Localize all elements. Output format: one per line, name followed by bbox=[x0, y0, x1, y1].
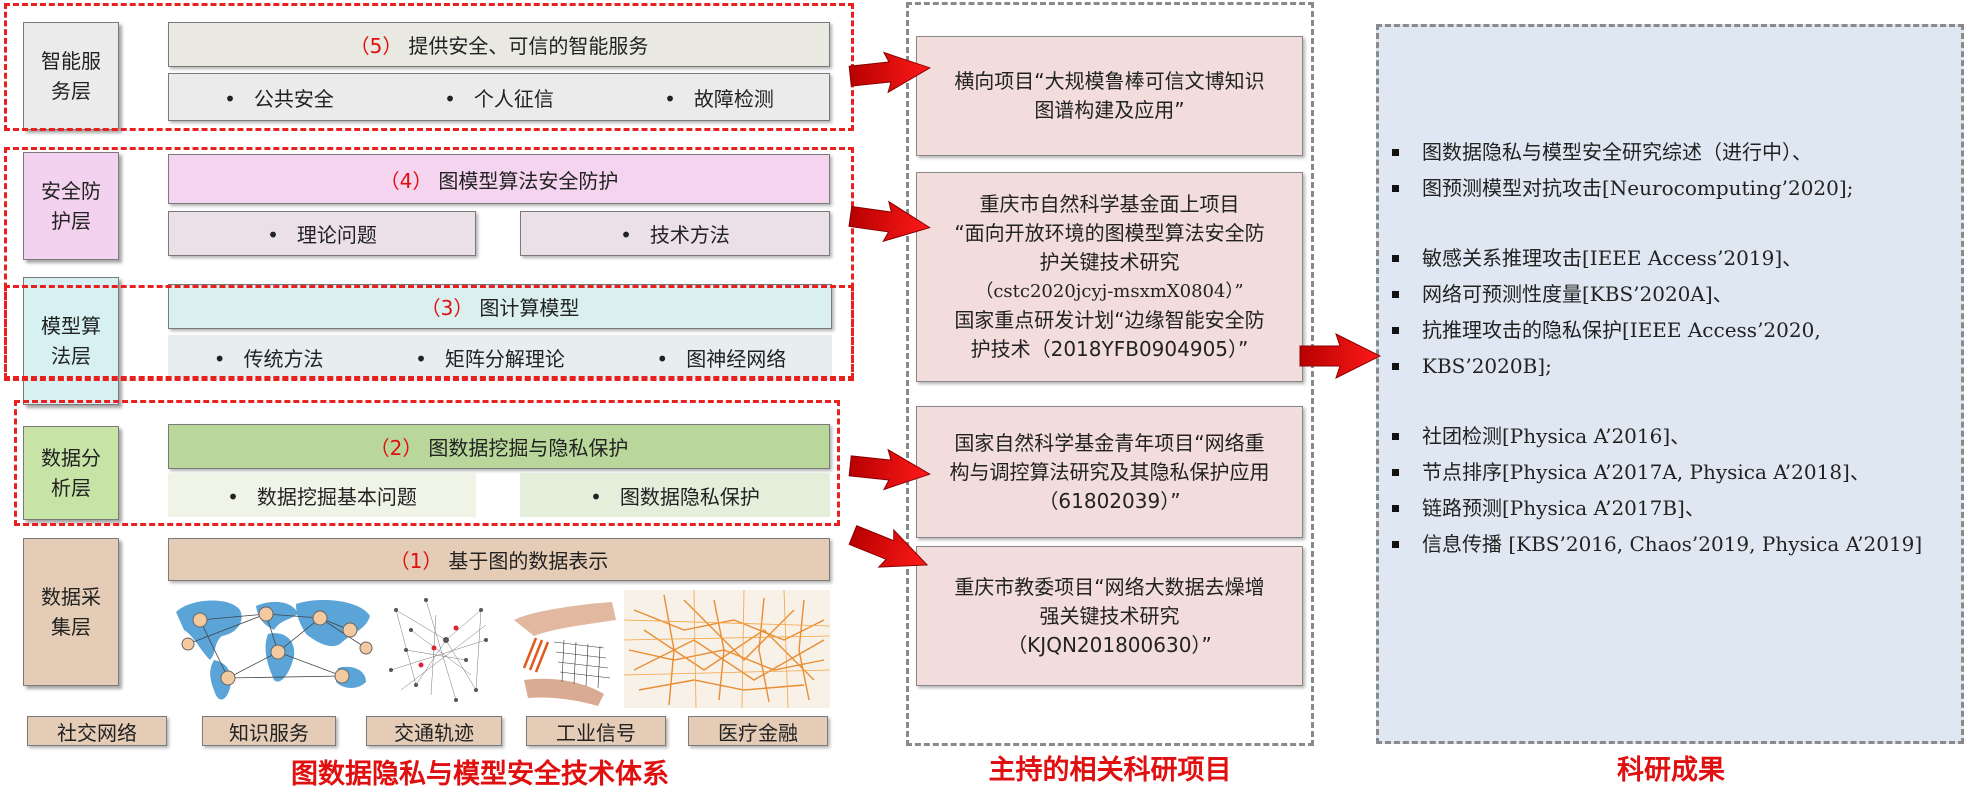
achievement-item: 敏感关系推理攻击[IEEE Access’2019]、 bbox=[1386, 240, 1962, 276]
arrow-service-to-project1 bbox=[848, 51, 931, 94]
source-medical-finance: 医疗金融 bbox=[688, 716, 828, 746]
block2-title: （2）图数据挖掘与隐私保护 bbox=[168, 424, 830, 469]
achievement-item: 图预测模型对抗攻击[Neurocomputing’2020]; bbox=[1386, 170, 1962, 206]
knowledge-graph-image bbox=[386, 590, 492, 708]
achievement-item: 抗推理攻击的隐私保护[IEEE Access’2020, bbox=[1386, 312, 1962, 348]
project-3: 国家自然科学基金青年项目“网络重 构与调控算法研究及其隐私保护应用 （61802… bbox=[916, 406, 1303, 538]
achievement-item: 信息传播 [KBS’2016, Chaos’2019, Physica A’20… bbox=[1386, 526, 1962, 562]
achievement-item: 社团检测[Physica A’2016]、 bbox=[1386, 418, 1962, 454]
layer-service: 智能服务层 bbox=[23, 22, 119, 130]
block5-title: （5）提供安全、可信的智能服务 bbox=[168, 22, 830, 67]
block4-item-theory: 理论问题 bbox=[168, 211, 476, 256]
layer-defense: 安全防护层 bbox=[23, 152, 119, 260]
traffic-hand-image bbox=[494, 590, 618, 708]
arrow-analysis-to-project3 bbox=[848, 448, 931, 491]
caption-framework: 图数据隐私与模型安全技术体系 bbox=[291, 759, 669, 790]
achievement-item: 链路预测[Physica A’2017B]、 bbox=[1386, 490, 1962, 526]
group-model-dashed bbox=[4, 285, 854, 381]
caption-projects: 主持的相关科研项目 bbox=[988, 755, 1232, 786]
achievement-item: 节点排序[Physica A’2017A, Physica A’2018]、 bbox=[1386, 454, 1962, 490]
source-industrial-signal: 工业信号 bbox=[526, 716, 666, 746]
group-analysis-dashed bbox=[14, 400, 840, 526]
caption-results: 科研成果 bbox=[1617, 755, 1725, 786]
project-2: 重庆市自然科学基金面上项目 “面向开放环境的图模型算法安全防 护关键技术研究 （… bbox=[916, 172, 1303, 382]
projects-panel bbox=[906, 2, 1314, 746]
block2-item-privacy: 图数据隐私保护 bbox=[520, 473, 830, 517]
achievement-item: 图数据隐私与模型安全研究综述（进行中）、 bbox=[1386, 134, 1962, 170]
block3-items: 传统方法 矩阵分解理论 图神经网络 bbox=[168, 335, 832, 380]
medical-finance-heatmap-image bbox=[624, 590, 830, 708]
achievements-list: 图数据隐私与模型安全研究综述（进行中）、 图预测模型对抗攻击[Neurocomp… bbox=[1386, 134, 1962, 562]
source-knowledge-service: 知识服务 bbox=[202, 716, 336, 746]
layer-model: 模型算法层 bbox=[23, 277, 119, 405]
achievement-item: 网络可预测性度量[KBS’2020A]、 bbox=[1386, 276, 1962, 312]
block2-item-mining: 数据挖掘基本问题 bbox=[168, 473, 476, 517]
arrow-collect-to-project4 bbox=[848, 525, 929, 568]
source-social-network: 社交网络 bbox=[27, 716, 167, 746]
block4-item-method: 技术方法 bbox=[520, 211, 830, 256]
arrow-defense-to-project2 bbox=[848, 200, 931, 243]
achievements-panel bbox=[1376, 24, 1964, 744]
layer-analysis: 数据分析层 bbox=[23, 426, 119, 520]
arrow-projects-to-results bbox=[1299, 333, 1382, 379]
group-defense-dashed bbox=[4, 147, 854, 379]
source-traffic-trajectory: 交通轨迹 bbox=[366, 716, 502, 746]
achievement-item: KBS’2020B]; bbox=[1386, 348, 1962, 384]
block1-title: （1）基于图的数据表示 bbox=[168, 538, 830, 581]
block4-title: （4）图模型算法安全防护 bbox=[168, 154, 830, 204]
project-4: 重庆市教委项目“网络大数据去燥增 强关键技术研究 （KJQN201800630）… bbox=[916, 546, 1303, 686]
layer-collect: 数据采集层 bbox=[23, 538, 119, 686]
project-1: 横向项目“大规模鲁棒可信文博知识 图谱构建及应用” bbox=[916, 36, 1303, 156]
world-social-network-image bbox=[170, 590, 378, 708]
block5-items: 公共安全 个人征信 故障检测 bbox=[168, 73, 830, 121]
block3-title: （3）图计算模型 bbox=[168, 284, 832, 329]
